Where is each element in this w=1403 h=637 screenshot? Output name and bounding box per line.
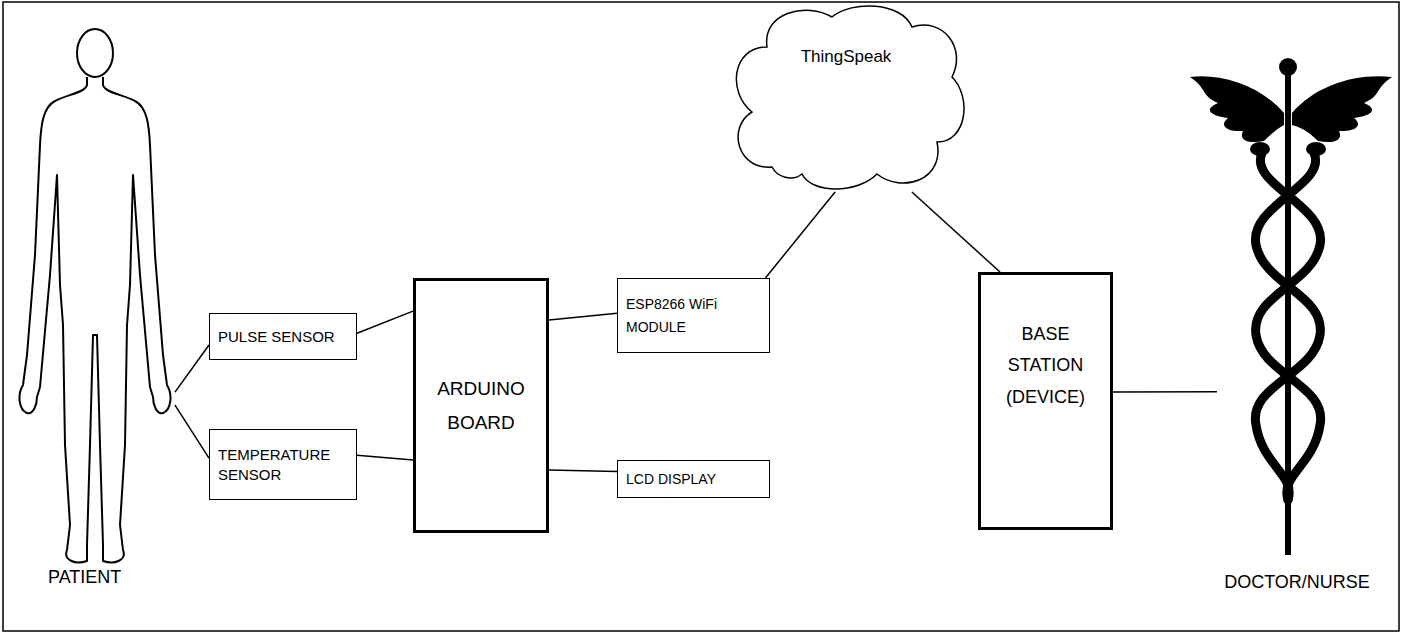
patient-body xyxy=(20,77,171,562)
connector-line xyxy=(357,311,413,333)
cloud-outline xyxy=(736,6,964,189)
base-station-box: BASE STATION (DEVICE) xyxy=(978,272,1113,530)
connector-line xyxy=(765,192,835,278)
doctor-node: DOCTOR/NURSE xyxy=(1217,55,1377,600)
node-label: LCD DISPLAY xyxy=(626,470,761,488)
node-label: TEMPERATURE SENSOR xyxy=(218,445,348,484)
connector-line xyxy=(1113,391,1217,393)
connector-line xyxy=(357,455,413,460)
display-box: LCD DISPLAY xyxy=(617,460,770,498)
patient-head xyxy=(77,29,113,77)
node-label: ARDUINO BOARD xyxy=(424,372,538,439)
connector-line xyxy=(549,313,617,320)
caduceus-wing xyxy=(1292,76,1392,142)
connector-line xyxy=(175,345,209,392)
controller-box: ARDUINO BOARD xyxy=(413,278,549,533)
wifi-module-box: ESP8266 WiFi MODULE xyxy=(617,278,770,353)
sensor-box: TEMPERATURE SENSOR xyxy=(209,429,357,500)
connector-line xyxy=(549,470,617,471)
node-label: ESP8266 WiFi MODULE xyxy=(626,293,761,338)
caduceus-snake xyxy=(1256,153,1321,500)
node-label: PULSE SENSOR xyxy=(218,327,348,347)
caduceus-symbol xyxy=(1188,55,1394,560)
snake-head xyxy=(1306,142,1326,156)
snake-head xyxy=(1250,142,1270,156)
cloud-node: ThingSpeak xyxy=(727,2,965,192)
connector-line xyxy=(175,405,209,458)
node-label: PATIENT xyxy=(48,566,175,589)
patient-node: PATIENT xyxy=(15,25,175,595)
sensor-box: PULSE SENSOR xyxy=(209,313,357,360)
patient-figure xyxy=(15,25,175,570)
caduceus-ball xyxy=(1279,58,1297,76)
frame-border xyxy=(3,2,1399,631)
node-label: DOCTOR/NURSE xyxy=(1217,571,1377,594)
connector-line xyxy=(912,192,1000,272)
node-label: BASE STATION (DEVICE) xyxy=(998,319,1094,414)
caduceus-wing xyxy=(1190,76,1284,142)
cloud-shape xyxy=(727,2,965,192)
caduceus-snake xyxy=(1255,153,1320,500)
node-label: ThingSpeak xyxy=(767,46,925,68)
